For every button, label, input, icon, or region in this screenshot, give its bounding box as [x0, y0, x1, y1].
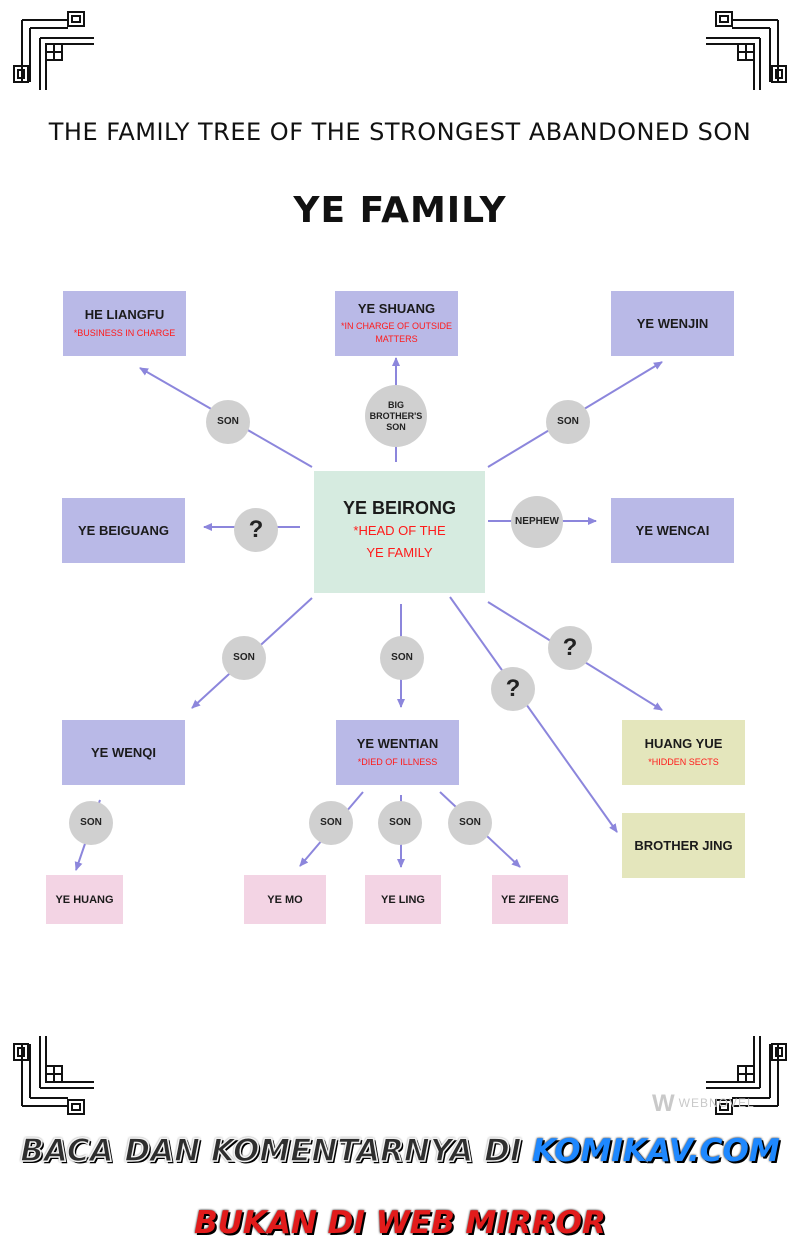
- relation-huang-yue: ?: [548, 626, 592, 670]
- node-name: BROTHER JING: [634, 837, 733, 853]
- node-ye-ling: YE LING: [365, 875, 441, 924]
- relation-ye-wentian: SON: [380, 636, 424, 680]
- node-note: *HIDDEN SECTS: [648, 756, 719, 767]
- node-name: YE LING: [380, 893, 425, 906]
- relation-ye-shuang: BIG BROTHER'S SON: [365, 385, 427, 447]
- family-title: YE FAMILY: [293, 190, 507, 231]
- node-name: YE WENQI: [90, 744, 156, 760]
- relation-ye-mo: SON: [309, 801, 353, 845]
- node-name: YE WENCAI: [635, 522, 710, 538]
- node-name: YE ZIFENG: [500, 893, 560, 906]
- corner-ornament-icon: [706, 11, 787, 90]
- node-ye-wencai: YE WENCAI: [611, 498, 734, 563]
- node-ye-beiguang: YE BEIGUANG: [62, 498, 185, 563]
- webnovel-logo-icon: W: [652, 1090, 676, 1117]
- node-name: HE LIANGFU: [84, 306, 165, 322]
- footer-text: BACA DAN KOMENTARNYA DI: [19, 1132, 522, 1170]
- node-note: *DIED OF ILLNESS: [357, 756, 438, 767]
- node-name: YE HUANG: [55, 893, 114, 906]
- footer-line-1: BACA DAN KOMENTARNYA DI KOMIKAV.COM: [0, 1132, 800, 1170]
- node-note: *BUSINESS IN CHARGE: [73, 327, 176, 338]
- node-name: YE BEIGUANG: [77, 522, 169, 538]
- node-ye-shuang: YE SHUANG *IN CHARGE OF OUTSIDE MATTERS: [335, 291, 458, 356]
- node-name: YE SHUANG: [357, 301, 436, 316]
- relation-he-liangfu: SON: [206, 400, 250, 444]
- node-ye-wenjin: YE WENJIN: [611, 291, 734, 356]
- node-note: *HEAD OF THE YE FAMILY: [353, 523, 446, 560]
- footer-line-2: BUKAN DI WEB MIRROR: [194, 1205, 606, 1241]
- edge-center-brother-jing: [449, 596, 618, 833]
- node-name: HUANG YUE: [644, 735, 723, 751]
- footer-site-link[interactable]: KOMIKAV.COM: [532, 1133, 780, 1169]
- node-note: *IN CHARGE OF OUTSIDE MATTERS: [340, 321, 452, 344]
- relation-ye-beiguang: ?: [234, 508, 278, 552]
- relation-ye-huang: SON: [69, 801, 113, 845]
- watermark-text: WEBNOVEL: [678, 1096, 755, 1110]
- node-name: YE WENTIAN: [356, 735, 439, 751]
- relation-ye-wencai: NEPHEW: [511, 496, 563, 548]
- node-huang-yue: HUANG YUE *HIDDEN SECTS: [622, 720, 745, 785]
- page-title: THE FAMILY TREE OF THE STRONGEST ABANDON…: [48, 118, 752, 146]
- node-ye-zifeng: YE ZIFENG: [492, 875, 568, 924]
- node-he-liangfu: HE LIANGFU *BUSINESS IN CHARGE: [63, 291, 186, 356]
- relation-ye-wenqi: SON: [222, 636, 266, 680]
- node-ye-mo: YE MO: [244, 875, 326, 924]
- corner-ornament-icon: [13, 11, 94, 90]
- node-ye-huang: YE HUANG: [46, 875, 123, 924]
- corner-ornament-icon: [706, 1036, 787, 1115]
- node-name: YE WENJIN: [636, 315, 709, 331]
- relation-ye-ling: SON: [378, 801, 422, 845]
- node-ye-beirong: YE BEIRONG *HEAD OF THE YE FAMILY: [314, 471, 485, 593]
- node-name: YE MO: [267, 893, 303, 906]
- node-ye-wenqi: YE WENQI: [62, 720, 185, 785]
- corner-ornament-icon: [13, 1036, 94, 1115]
- relation-ye-zifeng: SON: [448, 801, 492, 845]
- node-ye-wentian: YE WENTIAN *DIED OF ILLNESS: [336, 720, 459, 785]
- node-brother-jing: BROTHER JING: [622, 813, 745, 878]
- node-name: YE BEIRONG: [342, 498, 457, 518]
- relation-brother-jing: ?: [491, 667, 535, 711]
- relation-ye-wenjin: SON: [546, 400, 590, 444]
